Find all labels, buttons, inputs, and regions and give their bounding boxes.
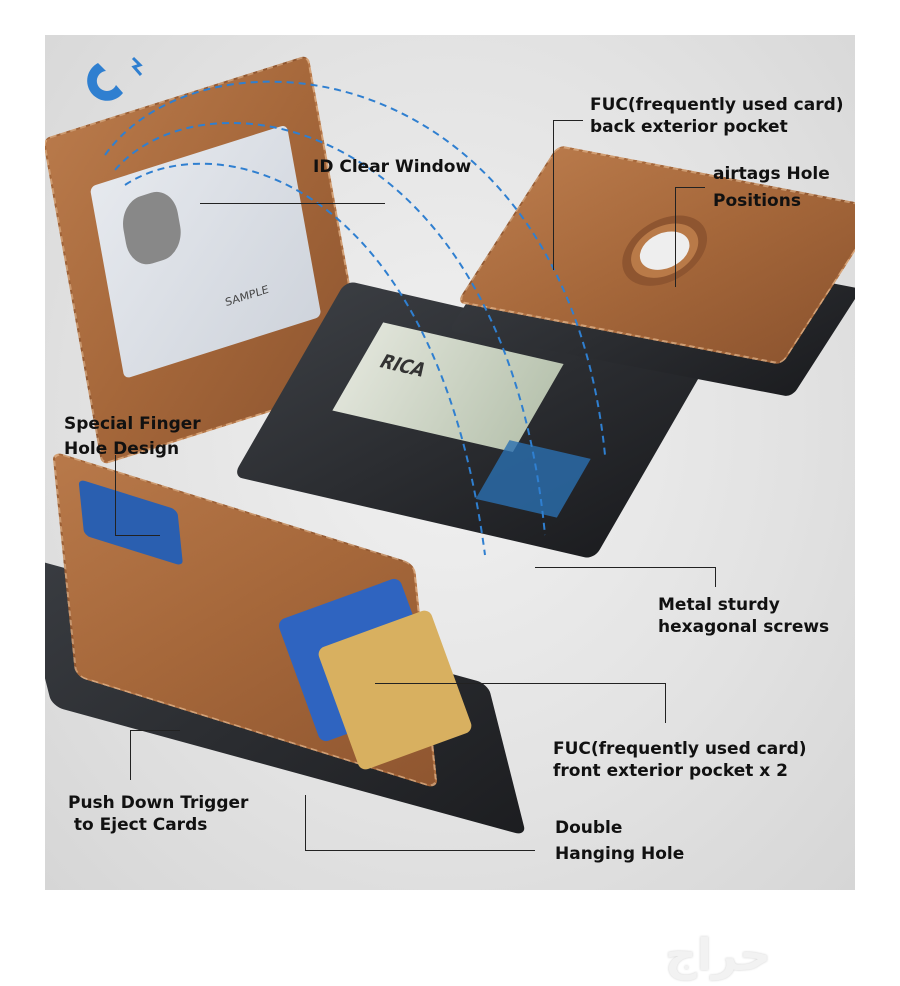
label-hanging-1: Double	[555, 818, 623, 838]
leader-airtag	[675, 187, 676, 287]
watermark-logo: حراج	[665, 930, 771, 981]
label-fuc-back-2: back exterior pocket	[590, 117, 788, 137]
leader-trigger	[130, 730, 131, 780]
leader-finger-h	[115, 535, 160, 536]
leader-screws-v	[715, 567, 716, 587]
label-finger-1: Special Finger	[64, 414, 201, 434]
leader-fuc-front-v	[665, 683, 666, 723]
movement-arrows	[104, 80, 606, 556]
label-fuc-front-1: FUC(frequently used card)	[553, 739, 807, 759]
label-id-window: ID Clear Window	[313, 157, 472, 177]
label-finger-2: Hole Design	[64, 439, 180, 459]
label-fuc-back-1: FUC(frequently used card)	[590, 95, 844, 115]
magnet-icon	[87, 56, 143, 101]
label-screws-1: Metal sturdy	[658, 595, 780, 615]
label-screws-2: hexagonal screws	[658, 617, 830, 637]
product-image: SAMPLE RICA	[45, 35, 855, 890]
label-trigger-1: Push Down Trigger	[68, 793, 249, 813]
leader-hanging	[305, 795, 306, 850]
leader-finger	[115, 455, 116, 535]
leader-hanging-h	[305, 850, 535, 851]
leader-trigger-h	[130, 730, 180, 731]
leader-id	[200, 203, 385, 204]
leader-screws	[535, 567, 715, 568]
label-airtags-2: Positions	[713, 191, 801, 211]
leader-fuc-back	[553, 120, 554, 270]
leader-fuc-back-h	[553, 120, 583, 121]
leader-airtag-h	[675, 187, 705, 188]
label-airtags-1: airtags Hole	[713, 164, 830, 184]
label-fuc-front-2: front exterior pocket x 2	[553, 761, 789, 781]
label-hanging-2: Hanging Hole	[555, 844, 685, 864]
leader-fuc-front	[375, 683, 665, 684]
label-trigger-2: to Eject Cards	[68, 815, 208, 835]
